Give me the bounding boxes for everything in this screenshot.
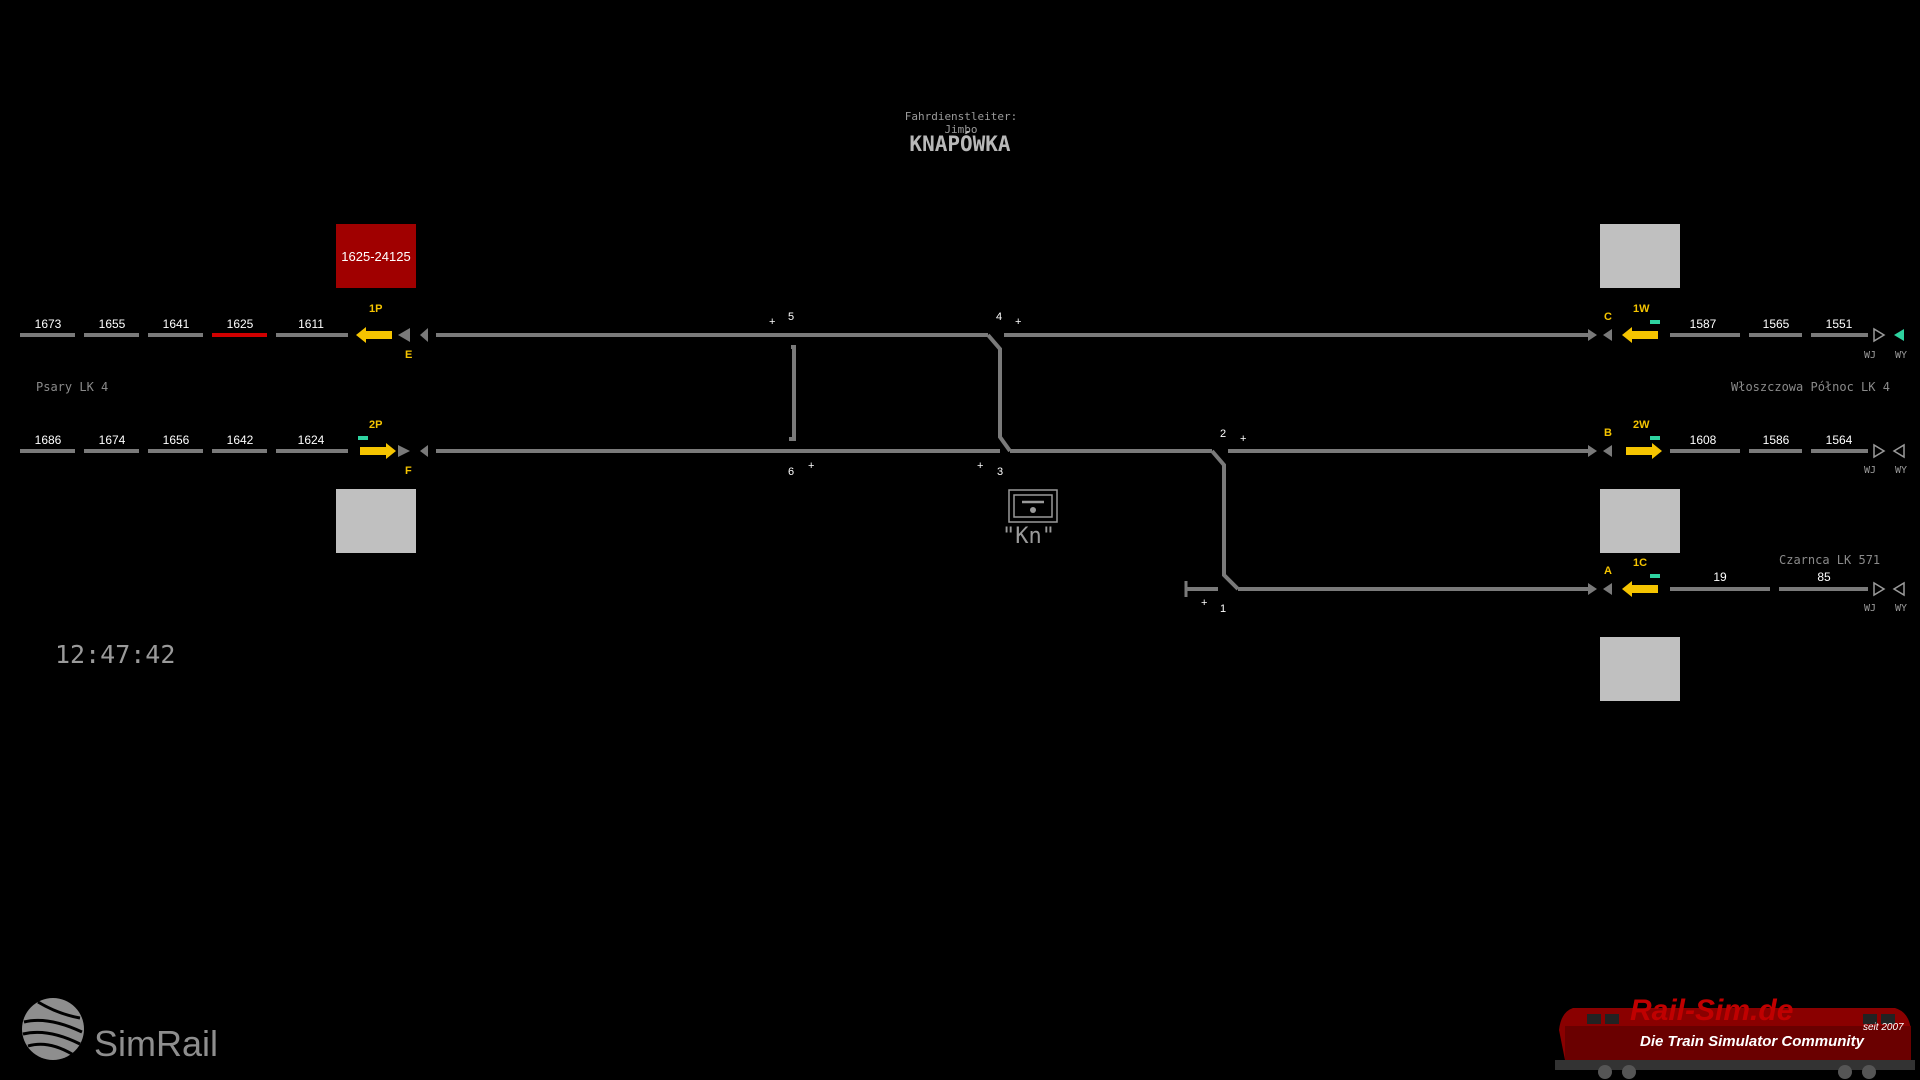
dispatcher-label: Fahrdienstleiter: Jimbo [904,110,1018,136]
clock: 12:47:42 [55,640,176,669]
block-label: 1686 [34,433,62,447]
kn-device-icon[interactable] [1008,489,1058,523]
wy-label: WY [1895,350,1908,361]
signal-1w-green-indicator [1650,320,1660,324]
switch-5-plus: + [769,316,776,328]
signal-2p-green-indicator [358,436,368,440]
signal-2p-label: 2P [369,419,383,431]
switch-3-label[interactable]: 3 [997,466,1004,478]
block-label: 1608 [1689,433,1717,447]
switch-2-1-crossover[interactable] [1210,449,1240,591]
signal-1p-arrow-icon[interactable] [356,327,392,343]
block-label: 1587 [1689,317,1717,331]
railsim-title: Rail-Sim.de [1630,994,1794,1027]
direction-left: Psary LK 4 [36,380,109,394]
switch-6-label[interactable]: 6 [788,466,795,478]
railsim-since: seit 2007 [1863,1022,1904,1033]
wy-label: WY [1895,603,1908,614]
block-label: 1625 [226,317,254,331]
wy-arrow-icon [1894,329,1904,341]
track-end-arrow-icon [1588,445,1597,457]
track-end-arrow-icon [420,328,428,342]
switch-1-label[interactable]: 1 [1220,603,1227,615]
signal-1w-label: 1W [1633,303,1650,315]
direction-right-lower: Czarnca LK 571 [1779,553,1881,567]
station-title: KNAPÓWKA [909,132,1011,156]
block-label: 1673 [34,317,62,331]
wy-arrow-icon [1892,443,1905,459]
track-end-arrow-icon [1588,583,1597,595]
signal-1c-green-indicator [1650,574,1660,578]
signal-f-label: F [405,465,412,477]
track-end-arrow-icon [1588,329,1597,341]
switch-3-plus: + [977,460,984,472]
signal-panel-box-2p[interactable] [336,489,416,553]
railsim-logo: Rail-Sim.de Die Train Simulator Communit… [1545,990,1915,1080]
block-label: 1611 [298,317,324,331]
track-end-arrow-icon [398,328,410,342]
simrail-logo-icon [22,998,84,1060]
block-label: 1674 [98,433,126,447]
wj-label: WJ [1864,603,1877,614]
switch-5-label[interactable]: 5 [788,311,795,323]
track-end-arrow-icon [1603,329,1612,341]
block-label: 1655 [98,317,126,331]
wj-arrow-icon [1873,443,1886,459]
wj-arrow-icon [1873,581,1886,597]
signal-e-label: E [405,349,413,361]
direction-right-upper: Włoszczowa Północ LK 4 [1731,380,1890,394]
switch-4-3-crossover[interactable] [986,333,1012,453]
block-label: 1586 [1762,433,1790,447]
signal-2w-label: 2W [1633,419,1650,431]
block-label: 85 [1817,570,1831,584]
wj-arrow-icon [1873,327,1886,343]
signal-c-label: C [1604,311,1612,323]
signal-1c-label: 1C [1633,557,1648,569]
signal-1c-arrow-icon[interactable] [1622,581,1658,597]
signal-2w-green-indicator [1650,436,1660,440]
simrail-wordmark: SimRail [94,1023,219,1064]
wj-label: WJ [1864,465,1877,476]
wy-arrow-icon [1892,581,1905,597]
track-end-arrow-icon [420,445,428,457]
block-label: 1551 [1825,317,1853,331]
block-label: 19 [1713,570,1727,584]
signal-2p-arrow-icon[interactable] [360,443,396,459]
switch-2-plus: + [1240,433,1247,445]
signal-a-label: A [1604,565,1612,577]
signal-panel-box-2w[interactable] [1600,489,1680,553]
signal-1w-arrow-icon[interactable] [1622,327,1658,343]
signal-panel-box-1w[interactable] [1600,224,1680,288]
block-label: 1564 [1825,433,1853,447]
block-label: 1641 [162,317,190,331]
switch-2-label[interactable]: 2 [1220,428,1227,440]
block-label: 1656 [162,433,190,447]
track-end-arrow-icon [398,445,410,457]
signal-2w-arrow-icon[interactable] [1626,443,1662,459]
switch-4-plus: + [1015,316,1022,328]
signal-panel-box-1c[interactable] [1600,637,1680,701]
locomotive-icon [1555,1008,1915,1079]
switch-4-label[interactable]: 4 [996,311,1003,323]
block-label: 1565 [1762,317,1790,331]
switch-5-6-crossover[interactable] [789,345,796,441]
railsim-subtitle: Die Train Simulator Community [1640,1033,1864,1050]
signal-b-label: B [1604,427,1612,439]
kn-label: "Kn" [1002,524,1055,549]
block-label: 1642 [226,433,254,447]
train-number-box[interactable]: 1625-24125 [336,224,416,288]
switch-1-plus: + [1201,597,1208,609]
track-end-arrow-icon [1603,583,1612,595]
wy-label: WY [1895,465,1908,476]
switch-6-plus: + [808,460,815,472]
block-label: 1624 [297,433,325,447]
wj-label: WJ [1864,350,1877,361]
track-end-arrow-icon [1603,445,1612,457]
signal-1p-label: 1P [369,303,383,315]
